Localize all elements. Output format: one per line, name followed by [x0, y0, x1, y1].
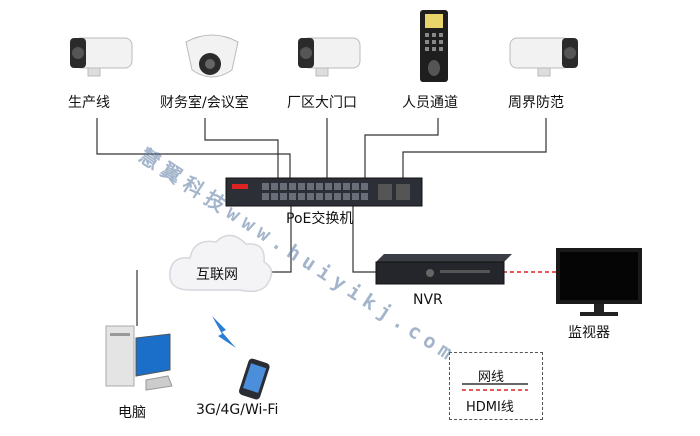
- computer-icon: [105, 325, 173, 391]
- switch-icon: [225, 177, 423, 207]
- bullet-camera-icon: [509, 37, 578, 77]
- label-mobile-network: 3G/4G/Wi-Fi: [196, 402, 279, 418]
- label-personnel-passage: 人员通道: [402, 95, 458, 111]
- link-cam5: [402, 118, 547, 178]
- label-finance-meeting: 财务室/会议室: [160, 95, 249, 111]
- access-terminal-icon: [420, 10, 448, 82]
- link-access: [364, 118, 439, 178]
- label-internet: 互联网: [196, 267, 238, 283]
- cloud-icon: [169, 234, 273, 293]
- network-links: [96, 118, 547, 326]
- label-factory-gate: 厂区大门口: [287, 95, 357, 111]
- legend: [449, 352, 543, 420]
- wireless-signal-icon: [212, 316, 236, 348]
- label-computer: 电脑: [118, 405, 146, 421]
- label-perimeter: 周界防范: [508, 95, 564, 111]
- link-cam2: [204, 118, 279, 178]
- label-poe-switch: PoE交换机: [286, 211, 354, 227]
- label-monitor: 监视器: [568, 325, 610, 341]
- bullet-camera-icon: [298, 37, 361, 77]
- link-cam1: [96, 118, 291, 178]
- label-nvr: NVR: [413, 292, 443, 308]
- smartphone-icon: [239, 358, 270, 400]
- dome-camera-icon: [185, 34, 239, 78]
- link-nvr: [352, 206, 376, 273]
- monitor-icon: [556, 248, 642, 316]
- nvr-icon: [375, 254, 512, 285]
- label-production-line: 生产线: [68, 95, 110, 111]
- legend-hdmi-label: HDMI线: [466, 400, 514, 415]
- legend-network-label: 网线: [478, 370, 505, 385]
- bullet-camera-icon: [70, 37, 133, 77]
